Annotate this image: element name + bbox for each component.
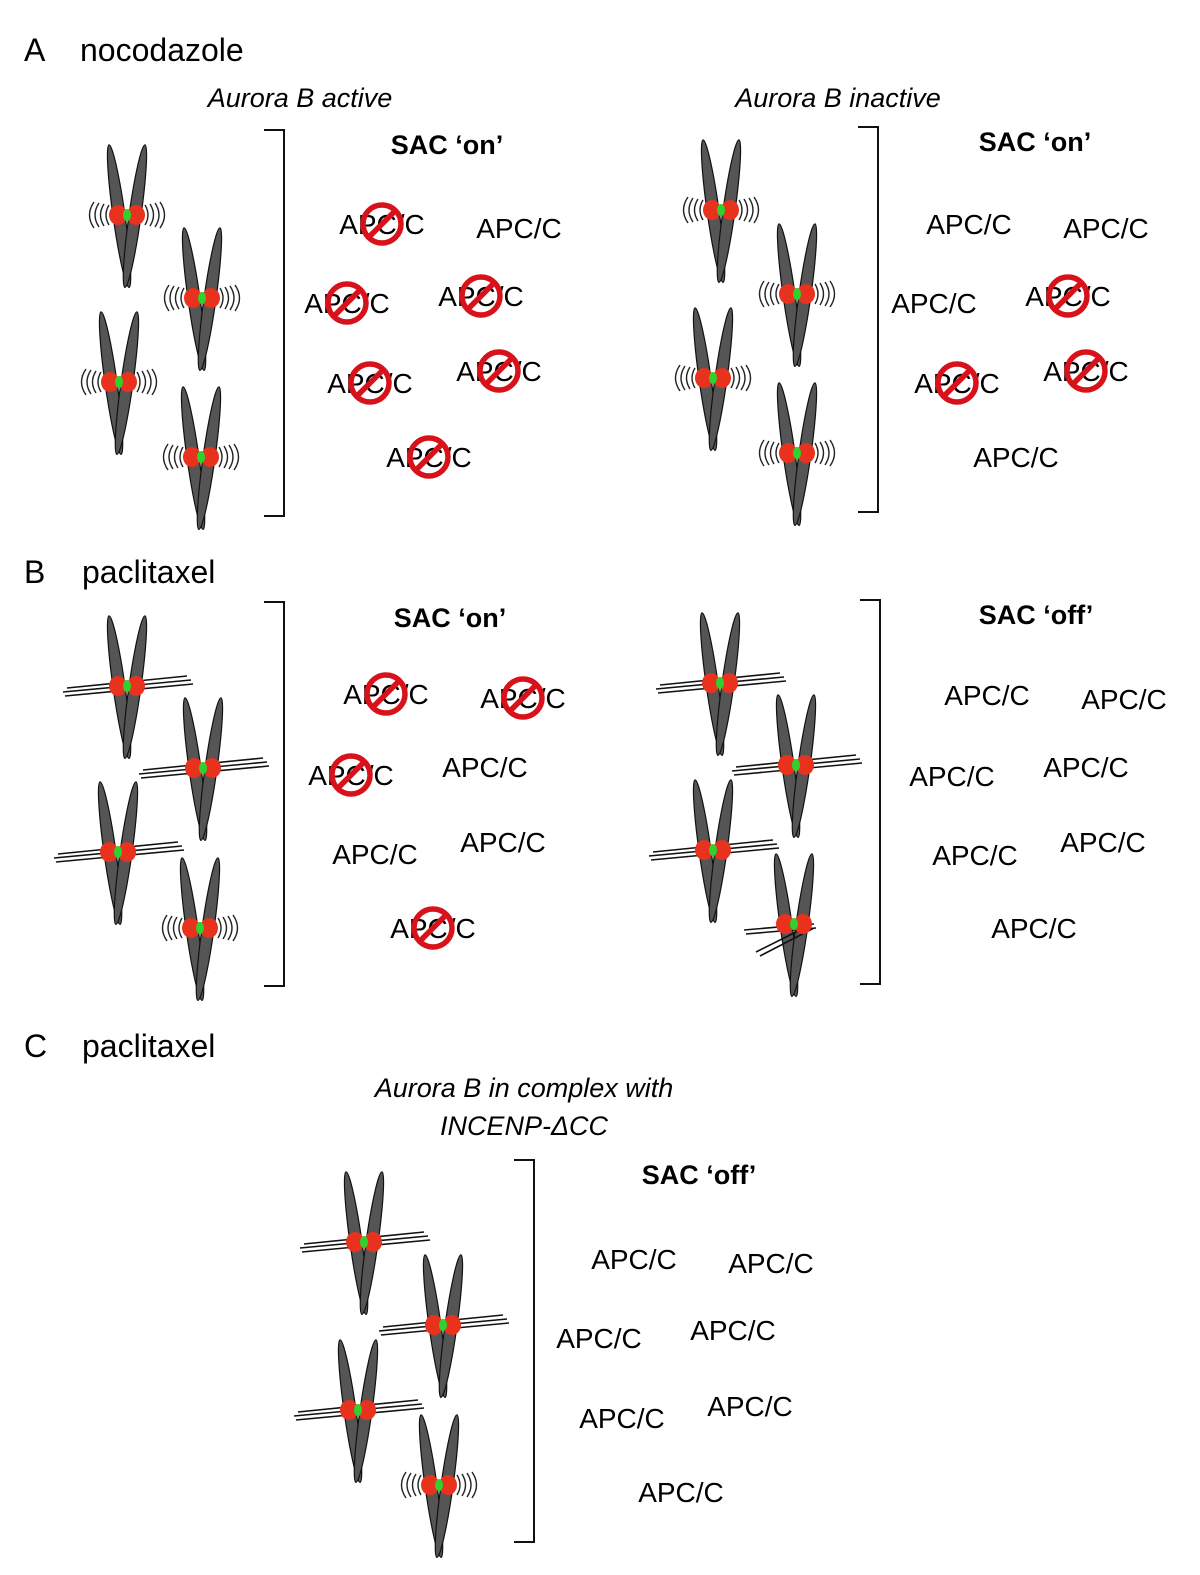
panel-c-sac: SAC ‘off’	[642, 1160, 756, 1190]
panel-a-left-condition: Aurora B active	[206, 83, 393, 113]
apc-c-label: APC/C	[932, 840, 1018, 871]
chromosome-unattached	[80, 310, 158, 456]
panel-c-chromosomes	[293, 1170, 510, 1559]
bracket	[858, 126, 879, 513]
panel-c-letter: C	[24, 1028, 47, 1064]
panel-b: B paclitaxel SAC ‘on’ APC/CAPC/CAPC/CAPC…	[24, 554, 1167, 1002]
chromosome-merotelic	[743, 852, 819, 998]
panel-b-left-sac: SAC ‘on’	[394, 603, 507, 633]
panel-b-left-chromosomes	[53, 614, 270, 1002]
apc-c-label: APC/C	[556, 1323, 642, 1354]
chromosome-attached	[731, 693, 863, 839]
chromosome-unattached	[674, 306, 752, 452]
chromosome-attached	[53, 780, 185, 926]
bracket	[264, 601, 285, 987]
panel-a-right-chromosomes	[674, 138, 836, 527]
panel-b-drug: paclitaxel	[82, 554, 215, 590]
bracket	[860, 599, 881, 985]
panel-c-condition-line1: Aurora B in complex with	[373, 1073, 674, 1103]
chromosome-unattached	[682, 138, 760, 284]
apc-c-label: APC/C	[1060, 827, 1146, 858]
panel-a-right-condition: Aurora B inactive	[733, 83, 941, 113]
chromosome-unattached	[163, 226, 241, 372]
chromosome-attached	[62, 614, 194, 760]
apc-c-label: APC/C	[591, 1244, 677, 1275]
apc-c-label: APC/C	[909, 761, 995, 792]
panel-a-letter: A	[24, 32, 46, 68]
apc-c-label: APC/C	[476, 213, 562, 244]
chromosome-unattached	[400, 1413, 478, 1559]
chromosome-unattached	[758, 222, 836, 368]
panel-a-left-sac: SAC ‘on’	[391, 130, 504, 160]
bracket	[514, 1159, 535, 1543]
panel-b-right-sac: SAC ‘off’	[979, 600, 1093, 630]
apc-c-label: APC/C	[1043, 752, 1129, 783]
panel-c-condition-line2: INCENP-ΔCC	[440, 1111, 609, 1141]
panel-b-letter: B	[24, 554, 45, 590]
chromosome-attached	[648, 778, 780, 924]
panel-c: C paclitaxel Aurora B in complex with IN…	[24, 1028, 814, 1559]
chromosome-attached	[138, 696, 270, 842]
panel-b-right-apc-group: APC/C APC/C APC/C APC/C APC/C APC/C APC/C	[909, 680, 1167, 944]
chromosome-attached	[293, 1338, 425, 1484]
chromosome-attached	[655, 611, 787, 757]
chromosome-unattached	[162, 385, 240, 531]
panel-c-apc-group: APC/C APC/C APC/C APC/C APC/C APC/C APC/C	[556, 1244, 814, 1508]
apc-c-label: APC/C	[891, 288, 977, 319]
apc-c-label: APC/C	[991, 913, 1077, 944]
panel-a-right-sac: SAC ‘on’	[979, 127, 1092, 157]
apc-c-label: APC/C	[1063, 213, 1149, 244]
chromosome-unattached	[88, 143, 166, 289]
apc-c-label: APC/C	[944, 680, 1030, 711]
bracket	[264, 129, 285, 517]
apc-c-label: APC/C	[973, 442, 1059, 473]
apc-c-label: APC/C	[638, 1477, 724, 1508]
apc-c-label: APC/C	[690, 1315, 776, 1346]
chromosome-unattached	[161, 856, 239, 1002]
apc-c-label: APC/C	[460, 827, 546, 858]
apc-c-label: APC/C	[442, 752, 528, 783]
apc-c-label: APC/C	[1081, 684, 1167, 715]
chromosome-attached	[378, 1253, 510, 1399]
apc-c-label: APC/C	[707, 1391, 793, 1422]
apc-c-label: APC/C	[579, 1403, 665, 1434]
chromosome-attached	[299, 1170, 431, 1316]
apc-c-label: APC/C	[332, 839, 418, 870]
panel-a: A nocodazole Aurora B active Aurora B in…	[24, 32, 1149, 531]
apc-c-label: APC/C	[926, 209, 1012, 240]
panel-b-right-chromosomes	[648, 611, 863, 998]
apc-c-label: APC/C	[728, 1248, 814, 1279]
panel-a-drug: nocodazole	[80, 32, 244, 68]
chromosome-unattached	[758, 381, 836, 527]
panel-c-drug: paclitaxel	[82, 1028, 215, 1064]
panel-a-left-chromosomes	[80, 143, 241, 531]
